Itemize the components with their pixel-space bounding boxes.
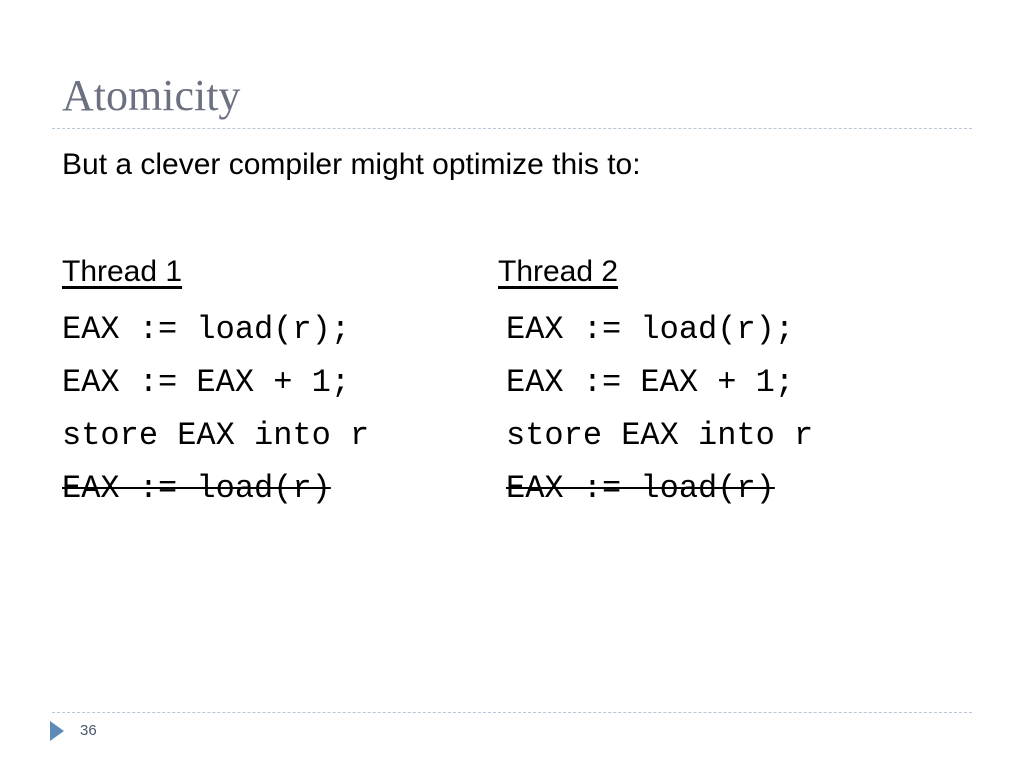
code-line-struck: EAX := load(r) <box>62 470 331 507</box>
thread-2-header: Thread 2 <box>498 255 619 288</box>
slide-subtitle: But a clever compiler might optimize thi… <box>62 148 641 181</box>
thread-1-code: EAX := load(r); EAX := EAX + 1; store EA… <box>62 303 369 515</box>
triangle-bullet-icon <box>50 721 64 741</box>
code-line: EAX := EAX + 1; <box>506 364 795 401</box>
footer-divider <box>52 712 972 713</box>
code-line: EAX := load(r); <box>506 311 795 348</box>
thread-2-code: EAX := load(r); EAX := EAX + 1; store EA… <box>506 303 813 515</box>
code-line: EAX := EAX + 1; <box>62 364 351 401</box>
code-line-struck: EAX := load(r) <box>506 470 775 507</box>
code-line: EAX := load(r); <box>62 311 351 348</box>
code-line: store EAX into r <box>62 417 370 454</box>
slide-title: Atomicity <box>62 71 241 120</box>
code-line: store EAX into r <box>506 417 814 454</box>
thread-1-header: Thread 1 <box>62 255 183 288</box>
page-number: 36 <box>80 722 97 739</box>
title-divider <box>52 128 972 129</box>
